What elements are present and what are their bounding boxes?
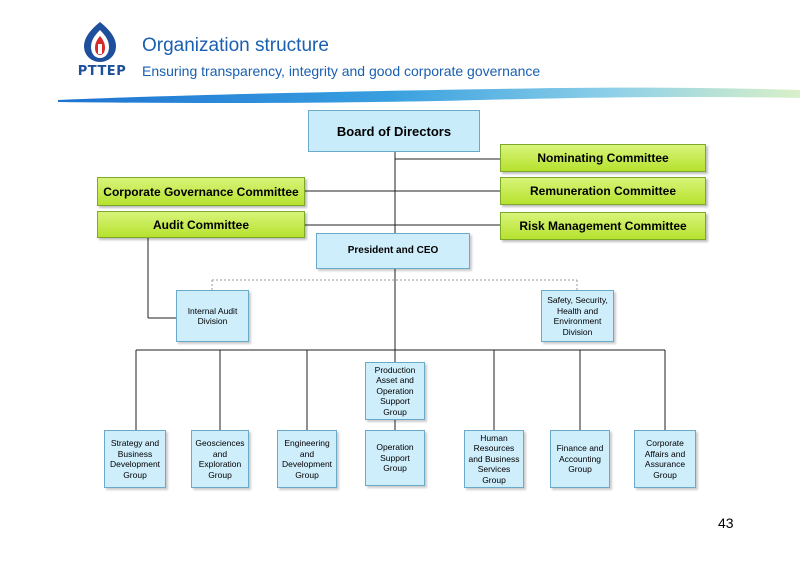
nominating-committee-box: Nominating Committee — [500, 144, 706, 172]
group-box: Human Resources and Business Services Gr… — [464, 430, 524, 488]
group-box: Finance and Accounting Group — [550, 430, 610, 488]
audit-committee-box: Audit Committee — [97, 211, 305, 238]
page-title: Organization structure — [142, 35, 329, 56]
header-swoosh — [58, 87, 800, 104]
group-box: Engineering and Development Group — [277, 430, 337, 488]
ssshe-division-box: Safety, Security, Health and Environment… — [541, 290, 614, 342]
group-box: Strategy and Business Development Group — [104, 430, 166, 488]
group-box: Operation Support Group — [365, 430, 425, 486]
group-box: Geosciences and Exploration Group — [191, 430, 249, 488]
pttep-logo — [66, 18, 134, 84]
production-asset-group-box: Production Asset and Operation Support G… — [365, 362, 425, 420]
internal-audit-division-box: Internal Audit Division — [176, 290, 249, 342]
page-number: 43 — [718, 515, 734, 531]
corporate-governance-committee-box: Corporate Governance Committee — [97, 177, 305, 206]
risk-management-committee-box: Risk Management Committee — [500, 212, 706, 240]
brand-name: PTTEP — [77, 64, 127, 79]
board-of-directors-box: Board of Directors — [308, 110, 480, 152]
group-box: Corporate Affairs and Assurance Group — [634, 430, 696, 488]
page-subtitle: Ensuring transparency, integrity and goo… — [142, 63, 541, 79]
remuneration-committee-box: Remuneration Committee — [500, 177, 706, 205]
president-ceo-box: President and CEO — [316, 233, 470, 269]
